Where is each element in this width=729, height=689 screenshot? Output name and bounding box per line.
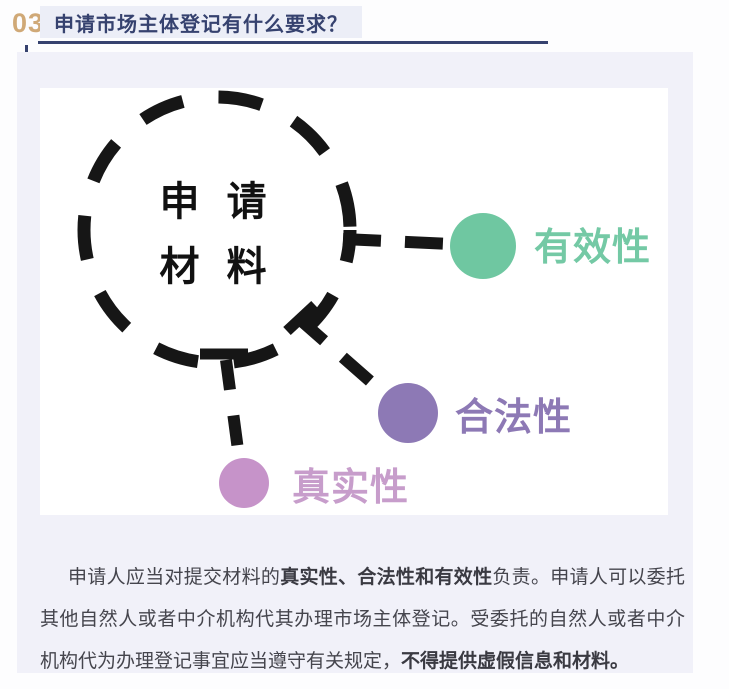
- section-title-highlight: 申请市场主体登记有什么要求？: [40, 6, 362, 38]
- section-number: 03: [12, 8, 45, 38]
- node-label-legality: 合法性: [455, 397, 572, 439]
- dashed-circle-icon: [77, 90, 357, 370]
- paragraph-segment: 申请人应当对提交材料的: [68, 567, 281, 588]
- application-materials-diagram: 申 请 材 料 有效性 合法性 真实性: [40, 88, 668, 515]
- paragraph-segment: 负责。申请人可以委托其他自然人或者中介机构代其办理市场主体登记。受委托的自然人或…: [40, 567, 685, 672]
- center-label-line2: 材 料: [159, 245, 274, 289]
- connector-validity: [342, 233, 453, 250]
- diagram-svg: 申 请 材 料 有效性 合法性 真实性: [77, 90, 651, 509]
- node-circle-validity: [450, 213, 516, 279]
- paragraph-segment-bold: 不得提供虚假信息和材料。: [401, 651, 630, 672]
- node-label-authenticity: 真实性: [292, 467, 409, 509]
- content-card: 申 请 材 料 有效性 合法性 真实性 申请人应当对提交材料的真实性、合法性和有…: [17, 52, 693, 673]
- node-circle-legality: [378, 383, 438, 443]
- connector-authenticity: [220, 359, 244, 451]
- connector-legality: [293, 312, 391, 401]
- body-paragraph: 申请人应当对提交材料的真实性、合法性和有效性负责。申请人可以委托其他自然人或者中…: [40, 557, 685, 683]
- center-label-line1: 申 请: [159, 180, 274, 224]
- section-title: 申请市场主体登记有什么要求？: [54, 13, 348, 36]
- paragraph-segment-bold: 真实性、合法性和有效性: [280, 567, 493, 588]
- node-label-validity: 有效性: [534, 227, 651, 269]
- node-circle-authenticity: [219, 458, 269, 508]
- title-underline: [38, 41, 548, 44]
